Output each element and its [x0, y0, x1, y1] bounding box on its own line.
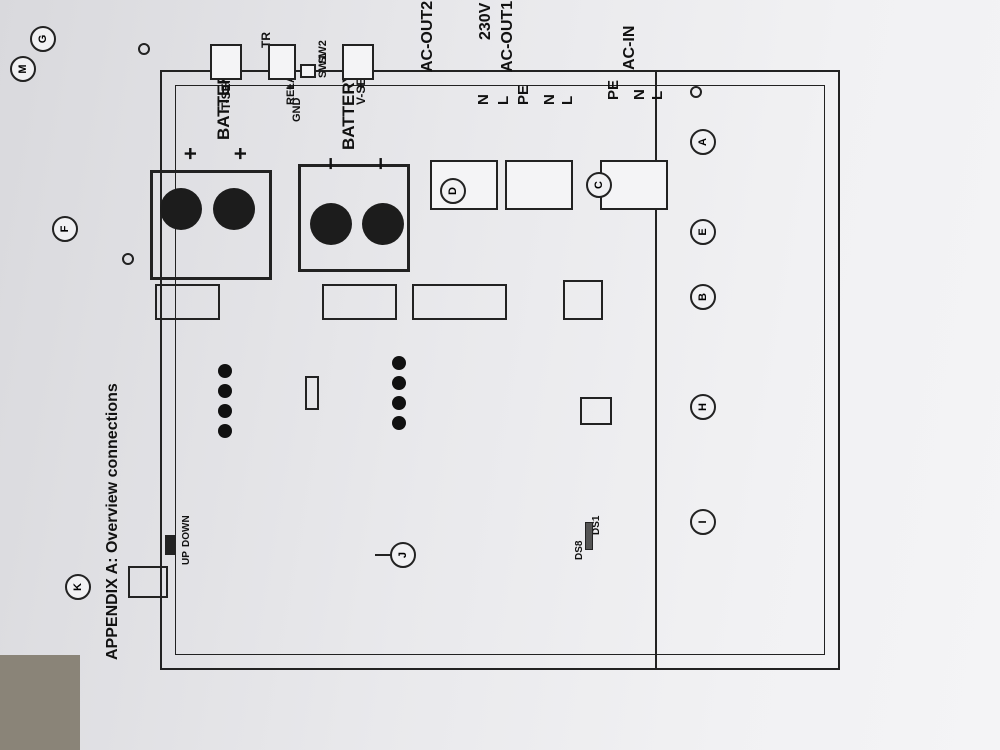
button-down: [165, 535, 175, 545]
battery-negative-stud-1: [310, 203, 352, 245]
battery-negative-sign-2: −: [368, 157, 393, 170]
ac-out1-label: AC-OUT1: [499, 0, 516, 72]
ac-out2-l: L: [495, 95, 512, 105]
button-up: [165, 545, 175, 555]
callout-d: D: [440, 178, 466, 204]
v-sense-terminal: [342, 44, 374, 80]
hole-8: [218, 364, 232, 378]
callout-g: G: [30, 26, 56, 52]
hole-2: [392, 396, 406, 410]
ac-out1-terminal: [505, 160, 573, 210]
callout-c: C: [586, 172, 612, 198]
underlying-page: [0, 655, 80, 750]
callout-a: A: [690, 129, 716, 155]
screw-6: [690, 86, 702, 98]
ac-in-n: N: [631, 89, 648, 100]
board-k-component: [128, 566, 168, 598]
led-strip: [585, 522, 593, 550]
gnd-label: GND: [291, 97, 303, 122]
board-module-2: [322, 284, 397, 320]
battery-positive-sign-2: +: [228, 147, 253, 160]
callout-e: E: [690, 219, 716, 245]
callout-k: K: [65, 574, 91, 600]
callout-b: B: [690, 284, 716, 310]
callout-f: F: [52, 216, 78, 242]
hole-6: [218, 404, 232, 418]
callout-m: M: [10, 56, 36, 82]
callout-j: J: [390, 542, 416, 568]
battery-negative-sign-1: −: [318, 157, 343, 170]
sw2-label: SW2: [317, 40, 329, 64]
ac-out2-label: AC-OUT2: [419, 0, 436, 72]
hole-7: [218, 384, 232, 398]
ac-out1-n: N: [541, 94, 558, 105]
page-heading: APPENDIX A: Overview connections: [104, 383, 121, 660]
ac-in-pe: PE: [605, 79, 622, 100]
led-label-ds1: DS1: [591, 515, 602, 535]
hole-5: [218, 424, 232, 438]
screw-2: [138, 43, 150, 55]
board-component: [580, 397, 612, 425]
unit-inner-frame: [175, 85, 825, 655]
voltage-label: 230V: [477, 2, 494, 40]
ac-out1-pe: PE: [515, 84, 532, 105]
battery-positive-stud-1: [160, 188, 202, 230]
board-resistor: [305, 376, 319, 410]
board-module-1: [412, 284, 507, 320]
ac-in-l: L: [649, 90, 666, 100]
hole-1: [392, 416, 406, 430]
hole-3: [392, 376, 406, 390]
callout-j-leader: [375, 554, 391, 556]
label-up: UP: [181, 551, 192, 565]
t-sense-terminal: [210, 44, 242, 80]
screw-1: [122, 253, 134, 265]
battery-positive-stud-2: [213, 188, 255, 230]
ac-out2-n: N: [475, 94, 492, 105]
board-module-3: [155, 284, 220, 320]
sw-switch: [300, 64, 316, 78]
label-down: DOWN: [181, 515, 192, 547]
hole-4: [392, 356, 406, 370]
battery-negative-stud-2: [362, 203, 404, 245]
callout-h: H: [690, 394, 716, 420]
led-label-ds8: DS8: [574, 540, 585, 560]
ac-out1-l: L: [559, 95, 576, 105]
board-connector: [563, 280, 603, 320]
ac-in-label: AC-IN: [621, 25, 638, 70]
callout-i: I: [690, 509, 716, 535]
relay-terminal: [268, 44, 296, 80]
battery-positive-sign-1: +: [178, 147, 203, 160]
